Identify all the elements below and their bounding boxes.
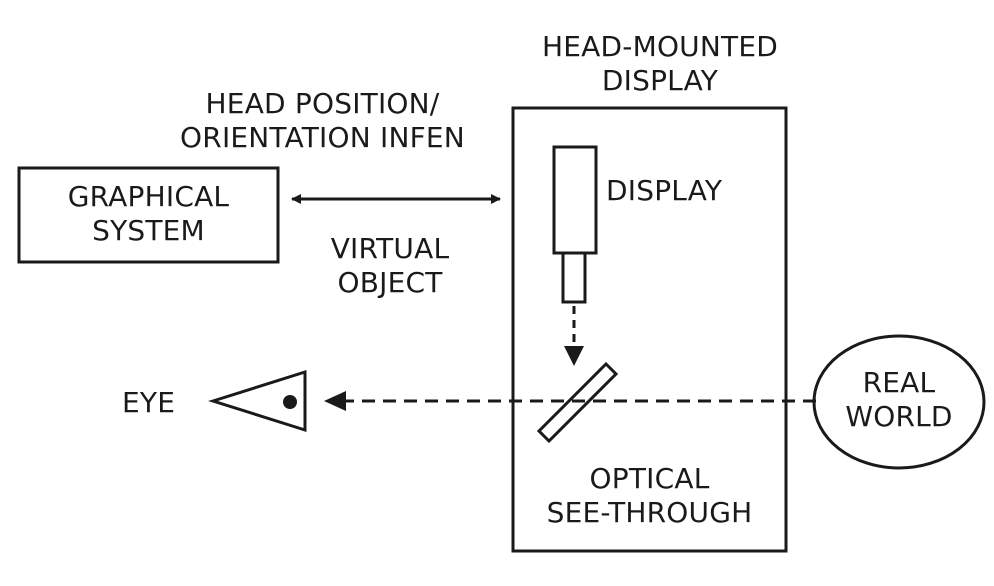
optical-line-2: SEE-THROUGH <box>546 496 753 529</box>
head-info-label: HEAD POSITION/ ORIENTATION INFEN <box>150 87 495 155</box>
optical-line-1: OPTICAL <box>589 462 710 495</box>
graphical-system-line-2: SYSTEM <box>92 214 205 247</box>
graphical-system-line-1: GRAPHICAL <box>67 180 230 213</box>
virtual-object-line-1: VIRTUAL <box>330 232 450 265</box>
beam-splitter <box>536 361 619 444</box>
virtual-object-label: VIRTUAL OBJECT <box>290 232 490 300</box>
optical-see-through-label: OPTICAL SEE-THROUGH <box>513 462 786 530</box>
eye-label-text: EYE <box>122 386 176 419</box>
hmd-frame <box>511 106 788 553</box>
display-unit-lens <box>561 251 587 304</box>
hmd-title-line-1: HEAD-MOUNTED <box>542 30 778 63</box>
display-projection-arrowhead <box>564 346 584 366</box>
virtual-object-line-2: OBJECT <box>337 266 443 299</box>
graphical-system-label: GRAPHICAL SYSTEM <box>19 180 278 248</box>
display-unit-body <box>552 145 598 255</box>
eye-icon <box>208 369 307 433</box>
display-label-text: DISPLAY <box>606 174 723 207</box>
real-world-light-arrowhead <box>324 391 346 411</box>
graphical-system-box <box>17 166 280 264</box>
display-label: DISPLAY <box>606 174 756 208</box>
real-world-line-2: WORLD <box>845 400 953 433</box>
head-info-line-2: ORIENTATION INFEN <box>180 121 465 154</box>
hmd-title-line-2: DISPLAY <box>601 64 719 97</box>
eye-label: EYE <box>122 386 202 420</box>
hmd-title: HEAD-MOUNTED DISPLAY <box>510 30 810 98</box>
real-world-line-1: REAL <box>862 366 936 399</box>
head-info-line-1: HEAD POSITION/ <box>205 87 440 120</box>
eye-pupil <box>283 395 297 409</box>
real-world-ellipse <box>812 334 986 470</box>
real-world-label: REAL WORLD <box>824 366 974 434</box>
